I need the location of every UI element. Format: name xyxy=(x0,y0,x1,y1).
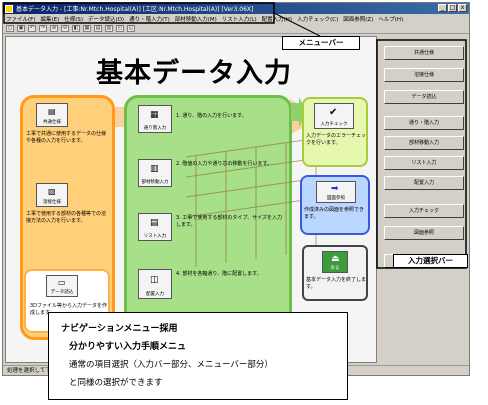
toolbar-button[interactable]: ◻ xyxy=(6,25,14,32)
input-selection-bar: 共通仕様 溶接仕様 データ読込 通り・階入力 部材移動入力 リスト入力 配置入力… xyxy=(379,36,469,363)
drawing-description: 作成済みの図面を参照できます。 xyxy=(304,207,365,220)
close-button[interactable]: x xyxy=(458,4,467,12)
side-common-spec-button[interactable]: 共通仕様 xyxy=(384,46,464,60)
note-subheading: 分かりやすい入力手順メニュ xyxy=(69,342,187,352)
side-data-load-button[interactable]: データ読込 xyxy=(384,90,464,104)
zoom-out-icon[interactable]: ⊖ xyxy=(61,25,69,32)
placement-button[interactable]: ◫ 配置入力 xyxy=(138,269,172,299)
grid-floor-label: 通り階入力 xyxy=(143,126,167,131)
toolbar-button[interactable]: ◱ xyxy=(127,25,135,32)
side-weld-spec-button[interactable]: 溶接仕様 xyxy=(384,68,464,82)
note-line-1: 通常の項目選択（入力バー部分、メニューバー部分） xyxy=(69,360,273,370)
maximize-button[interactable]: □ xyxy=(448,4,457,12)
side-drawing-button[interactable]: 図面参照 xyxy=(384,226,464,240)
navigation-canvas: 基本データ入力 ▤ 共通仕様 工事で共通に使用するデータの仕様や各種の入力を行い… xyxy=(5,36,377,363)
menu-grid-floor[interactable]: 通り・階入力(T) xyxy=(129,17,170,23)
toolbar-button[interactable]: ◧ xyxy=(72,25,80,32)
return-label: 戻る xyxy=(330,266,340,271)
menu-bar: ファイル(F) 編集(E) 仕様(S) データ読込(D) 通り・階入力(T) 部… xyxy=(3,14,469,24)
window-title: 基本データ入力 - [工事:Nr.Mtch.Hospital(A)] [工区:N… xyxy=(16,6,254,13)
return-description: 基本データ入力を終了します。 xyxy=(306,277,367,290)
toolbar-button[interactable]: ▦ xyxy=(83,25,91,32)
weld-icon: ▧ xyxy=(48,187,56,196)
side-member-move-button[interactable]: 部材移動入力 xyxy=(384,136,464,150)
toolbar-button[interactable]: ▣ xyxy=(17,25,25,32)
menu-list-input[interactable]: リスト入力(L) xyxy=(221,17,257,23)
list-input-description: 3. 工事で使用する部材のタイプ、サイズを入力します。 xyxy=(176,215,283,228)
menu-help[interactable]: ヘルプ(H) xyxy=(378,17,404,23)
grid-move-icon: ▥ xyxy=(150,164,159,174)
member-move-label: 部材移動入力 xyxy=(141,180,169,185)
drawing-label: 図面参照 xyxy=(327,196,345,201)
input-bar-callout: 入力選択バー xyxy=(393,254,468,268)
undo-icon[interactable]: ↶ xyxy=(28,25,36,32)
placement-description: 4. 部材を各軸通り、階に配置します。 xyxy=(176,271,262,277)
placement-label: 配置入力 xyxy=(146,292,164,297)
menu-drawing[interactable]: 図面参照(Z) xyxy=(343,17,374,23)
note-line-2: と同様の選択ができます xyxy=(69,378,163,388)
menu-data-load[interactable]: データ読込(D) xyxy=(88,17,125,23)
window-controls: _ □ x xyxy=(438,4,467,12)
menu-member-move[interactable]: 部材移動入力(M) xyxy=(174,17,217,23)
toolbar-button[interactable]: ▤ xyxy=(94,25,102,32)
return-box xyxy=(302,245,368,301)
note-heading: ナビゲーションメニュー採用 xyxy=(61,324,178,334)
toolbar-button[interactable]: ◰ xyxy=(116,25,124,32)
data-load-label: データ読込 xyxy=(50,290,74,295)
weld-spec-button[interactable]: ▧ 溶接仕様 xyxy=(36,183,68,207)
input-check-label: 入力チェック xyxy=(320,122,348,127)
grid-floor-button[interactable]: ▦ 通り階入力 xyxy=(138,105,172,133)
toolbar: ◻ ▣ ↶ ↷ ⊕ ⊖ ◧ ▦ ▤ ▥ ◰ ◱ xyxy=(3,24,469,34)
side-input-check-button[interactable]: 入力チェック xyxy=(384,204,464,218)
menu-placement[interactable]: 配置入力(H) xyxy=(261,17,293,23)
minimize-button[interactable]: _ xyxy=(438,4,447,12)
menu-bar-callout: メニューバー xyxy=(282,36,360,50)
side-list-input-button[interactable]: リスト入力 xyxy=(384,156,464,170)
center-panel xyxy=(124,95,292,340)
weld-spec-label: 溶接仕様 xyxy=(43,200,61,205)
member-move-button[interactable]: ▥ 部材移動入力 xyxy=(138,159,172,187)
toolbar-button[interactable]: ▥ xyxy=(105,25,113,32)
redo-icon[interactable]: ↷ xyxy=(39,25,47,32)
menu-edit[interactable]: 編集(E) xyxy=(40,17,60,23)
side-placement-button[interactable]: 配置入力 xyxy=(384,176,464,190)
check-icon: ✔ xyxy=(329,107,338,118)
drawing-arrow-icon: ➡ xyxy=(331,184,339,194)
list-input-label: リスト入力 xyxy=(143,234,167,239)
grid-icon: ▦ xyxy=(150,110,159,120)
document-icon: ▤ xyxy=(48,107,56,116)
input-check-button[interactable]: ✔ 入力チェック xyxy=(314,103,354,129)
folder-icon: ▭ xyxy=(58,278,66,287)
grid-floor-description: 1. 通り、階の入力を行います。 xyxy=(176,113,247,119)
weld-spec-description: 工事で使用する部材の各種等での溶接方法の入力を行います。 xyxy=(26,211,107,224)
menu-file[interactable]: ファイル(F) xyxy=(6,17,36,23)
drawing-button[interactable]: ➡ 図面参照 xyxy=(316,181,356,203)
common-spec-label: 共通仕様 xyxy=(43,120,61,125)
frame-icon: ◫ xyxy=(150,275,159,285)
zoom-in-icon[interactable]: ⊕ xyxy=(50,25,58,32)
page-title: 基本データ入力 xyxy=(96,58,292,89)
list-input-button[interactable]: ▤ リスト入力 xyxy=(138,213,172,241)
data-load-description: 3Dファイル等から入力データを作成します。 xyxy=(30,303,108,316)
menu-spec[interactable]: 仕様(S) xyxy=(64,17,84,23)
menu-input-check[interactable]: 入力チェック(C) xyxy=(297,17,339,23)
data-load-button[interactable]: ▭ データ読込 xyxy=(46,275,78,297)
navigation-note: ナビゲーションメニュー採用 分かりやすい入力手順メニュ 通常の項目選択（入力バー… xyxy=(48,312,348,400)
title-bar[interactable]: 基本データ入力 - [工事:Nr.Mtch.Hospital(A)] [工区:N… xyxy=(3,3,469,14)
input-check-description: 入力データのエラーチェックを行います。 xyxy=(306,133,367,146)
common-spec-button[interactable]: ▤ 共通仕様 xyxy=(36,103,68,127)
common-spec-description: 工事で共通に使用するデータの仕様や各種の入力を行います。 xyxy=(26,131,107,144)
app-icon xyxy=(5,4,13,13)
exit-icon: ⏏ xyxy=(331,254,340,264)
return-button[interactable]: ⏏ 戻る xyxy=(322,251,348,273)
member-move-description: 2. 階値の入力や通り芯の移動を行います。 xyxy=(176,161,272,167)
side-grid-floor-button[interactable]: 通り・階入力 xyxy=(384,116,464,130)
list-icon: ▤ xyxy=(150,218,159,228)
